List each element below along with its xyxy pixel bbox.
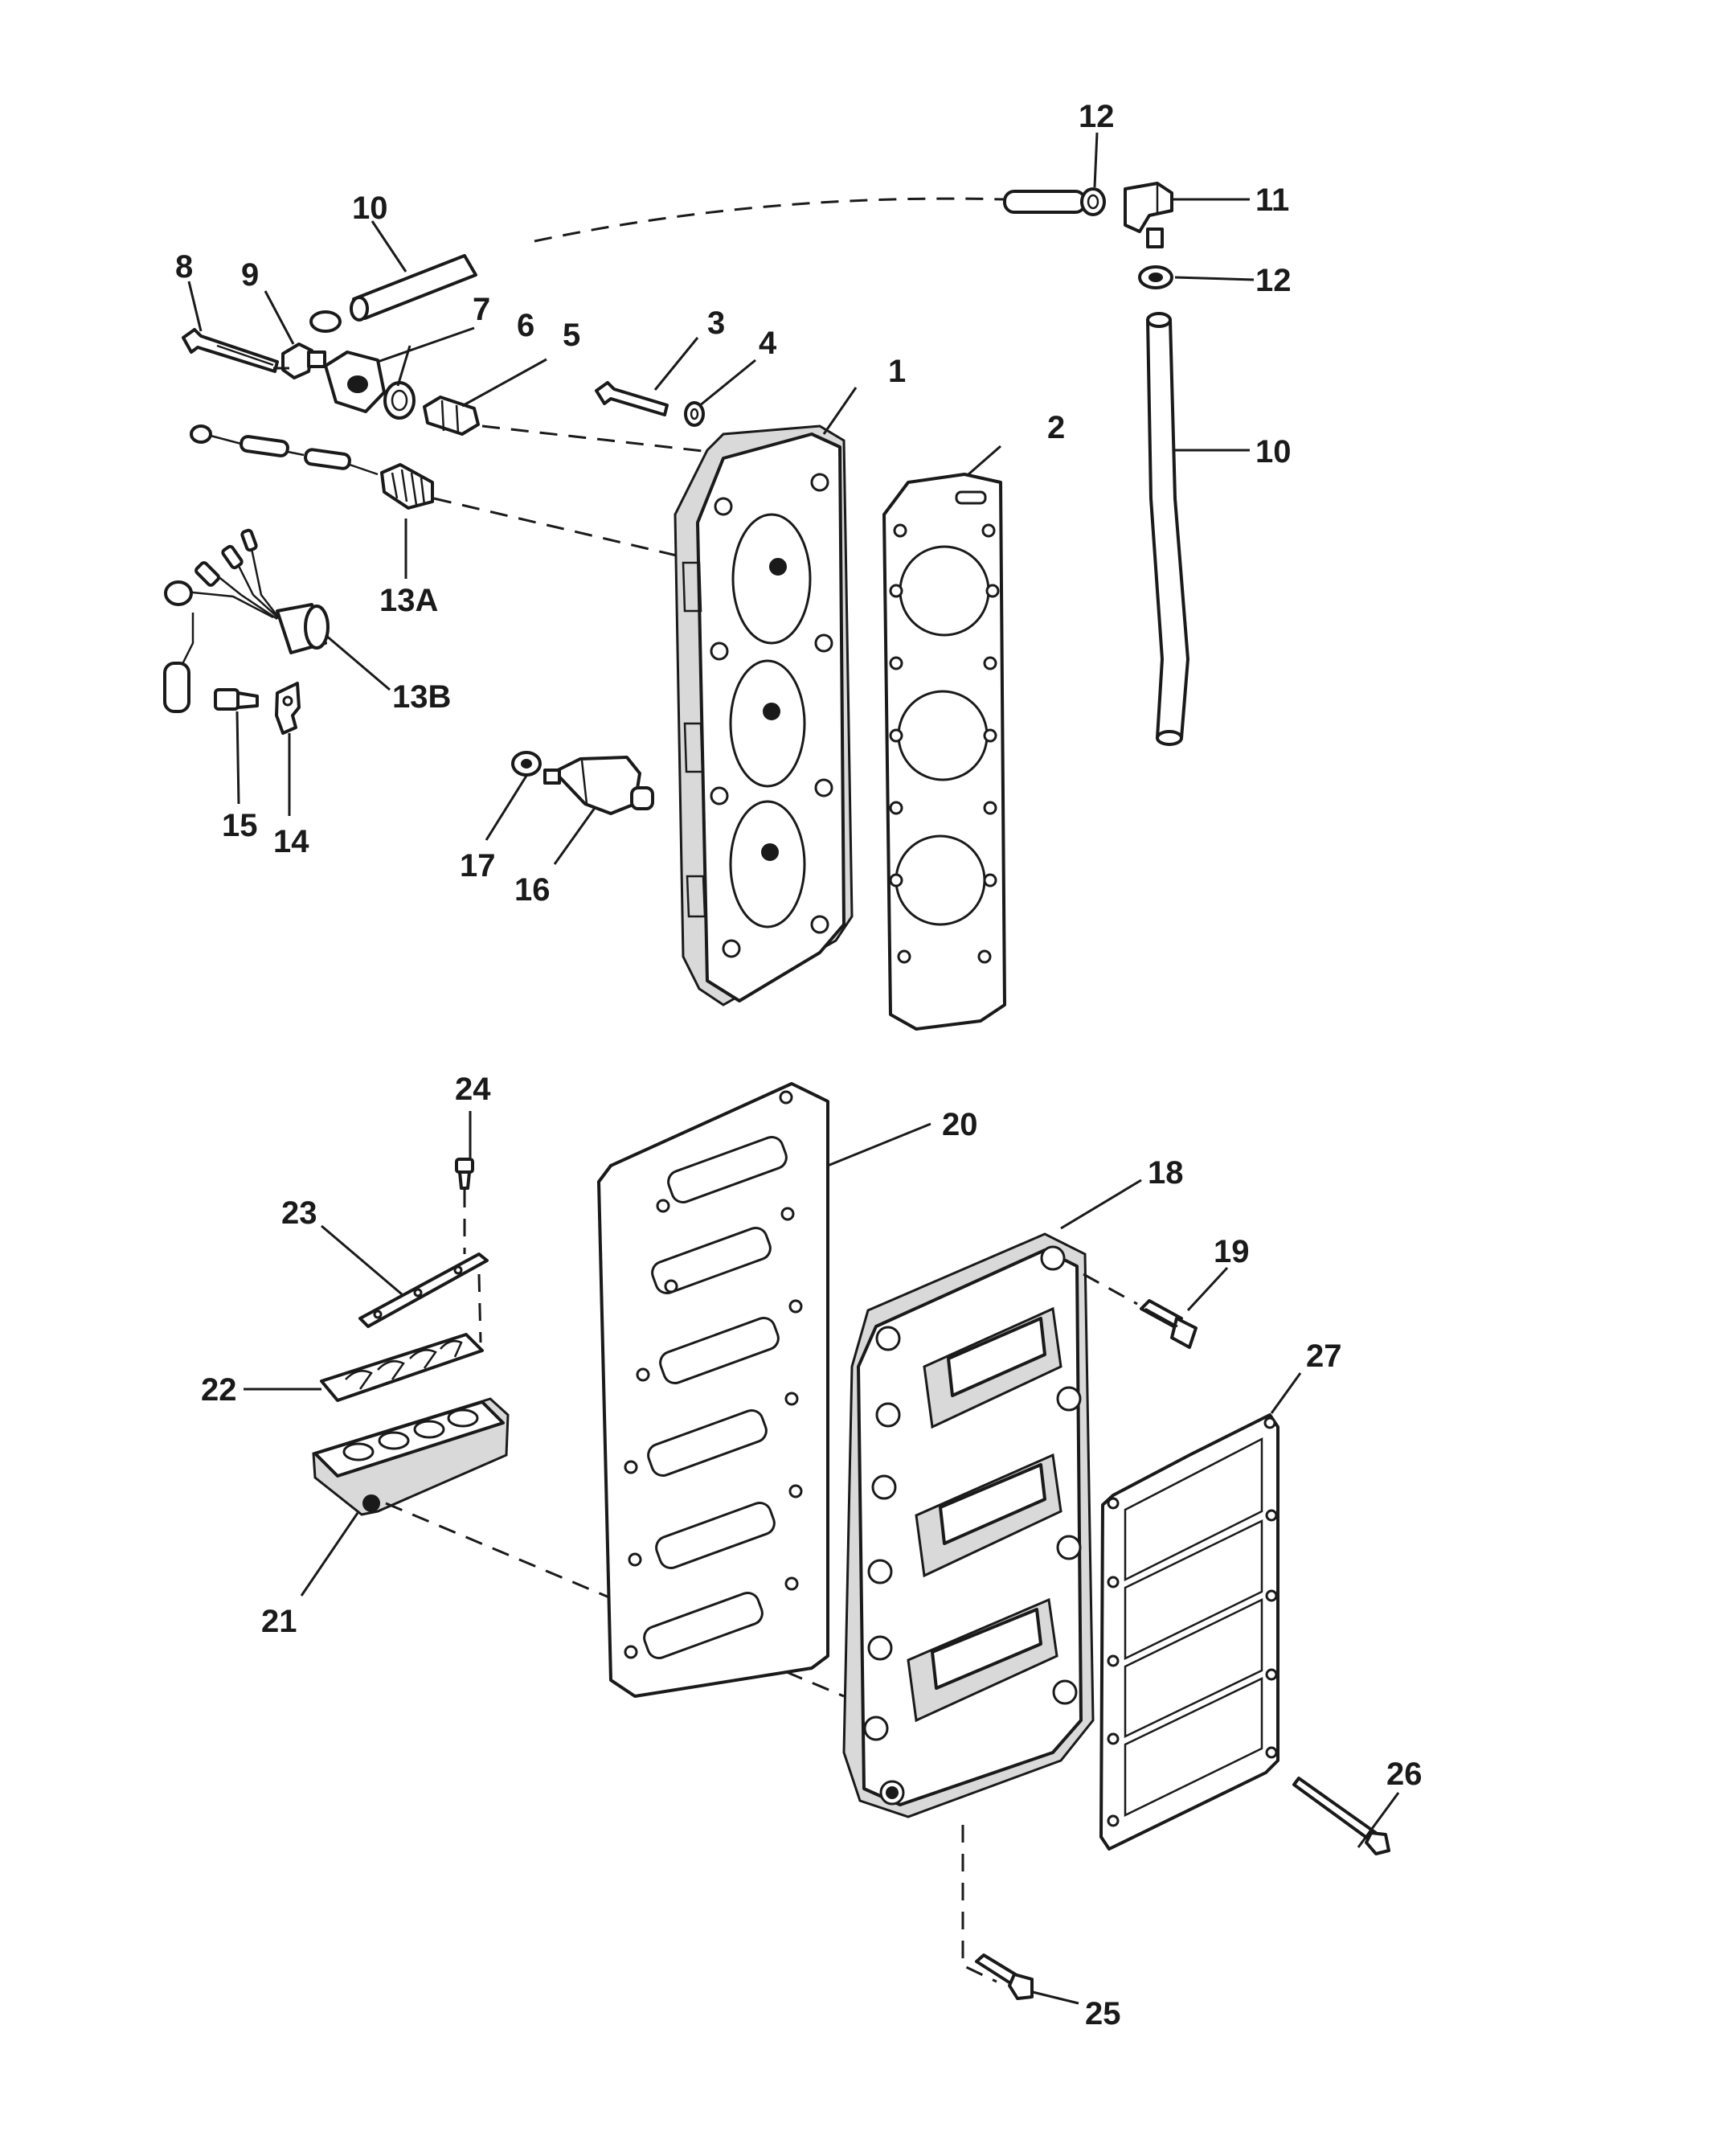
callout-9: 9 <box>241 257 259 293</box>
part-10-hose-long <box>1146 312 1189 746</box>
callout-4: 4 <box>759 326 777 361</box>
callout-19: 19 <box>1214 1234 1250 1269</box>
part-15-screw <box>214 688 259 711</box>
part-19-bolt <box>1140 1299 1198 1349</box>
part-2-head-gasket <box>882 473 1006 1031</box>
part-24-screw <box>455 1158 474 1190</box>
callout-5: 5 <box>563 318 580 353</box>
callout-1: 1 <box>888 354 906 389</box>
dash-13a-to-head <box>433 497 708 564</box>
callout-20: 20 <box>942 1107 978 1142</box>
part-6-grommet <box>383 381 416 420</box>
part-25-bolt <box>975 1953 1034 2000</box>
callout-25: 25 <box>1085 1996 1121 2031</box>
callout-16: 16 <box>514 872 551 908</box>
callout-13a: 13A <box>379 583 438 618</box>
dash-19-to-manifold <box>1083 1273 1138 1306</box>
callout-3: 3 <box>707 305 725 341</box>
dash-5-to-head <box>481 424 853 469</box>
part-20-gasket <box>597 1082 829 1698</box>
part-27-gasket <box>1099 1413 1279 1851</box>
part-14-bracket <box>275 682 301 735</box>
callout-13b: 13B <box>392 679 451 715</box>
callout-6: 6 <box>517 308 534 343</box>
part-23-stop-plate <box>358 1252 489 1328</box>
dash-22-stack <box>477 1273 482 1343</box>
part-1-cylinder-head <box>674 424 854 1006</box>
part-10-hose-stub <box>1003 190 1087 214</box>
part-13a-sensor <box>380 463 434 510</box>
part-18-intake-manifold <box>842 1232 1095 1818</box>
callout-26: 26 <box>1386 1757 1423 1792</box>
callout-18: 18 <box>1148 1155 1184 1191</box>
leader-lines <box>187 132 1400 2005</box>
callout-11: 11 <box>1255 182 1289 218</box>
callout-14: 14 <box>273 824 309 859</box>
part-17-nut <box>511 751 542 777</box>
part-9-fitting <box>281 342 326 379</box>
part-26-bolt <box>1292 1777 1390 1855</box>
callout-22: 22 <box>201 1372 237 1408</box>
part-4-washer <box>684 401 705 427</box>
small-clamp-near-7 <box>309 310 342 333</box>
hose-routing-dash <box>534 197 1005 243</box>
part-21-reed-block <box>312 1397 510 1516</box>
callout-10-lower: 10 <box>1255 434 1292 469</box>
callout-12-upper: 12 <box>1079 99 1115 134</box>
part-11-elbow-fitting <box>1124 182 1173 248</box>
callout-10-upper: 10 <box>352 191 388 226</box>
callout-23: 23 <box>281 1195 317 1231</box>
part-13b-harness <box>163 528 330 713</box>
callout-17: 17 <box>460 848 496 883</box>
callout-24: 24 <box>455 1072 491 1107</box>
wire-lead-13a <box>190 424 379 476</box>
part-7-cover <box>324 351 386 413</box>
part-5-sender <box>423 396 480 436</box>
part-16-sensor <box>543 756 654 815</box>
part-12-clamp-upper <box>1080 187 1106 216</box>
callout-2: 2 <box>1047 410 1065 445</box>
callout-27: 27 <box>1306 1338 1342 1374</box>
part-3-bolt <box>595 381 669 416</box>
callout-7: 7 <box>473 292 490 327</box>
part-22-reed-petals <box>320 1333 484 1402</box>
callout-8: 8 <box>175 249 193 285</box>
part-10-hose-short <box>350 254 477 322</box>
part-12-clamp-lower <box>1138 265 1173 289</box>
callout-21: 21 <box>261 1604 297 1639</box>
callout-12-lower: 12 <box>1255 263 1292 298</box>
part-8-bolt <box>182 328 279 373</box>
callout-15: 15 <box>222 808 258 843</box>
